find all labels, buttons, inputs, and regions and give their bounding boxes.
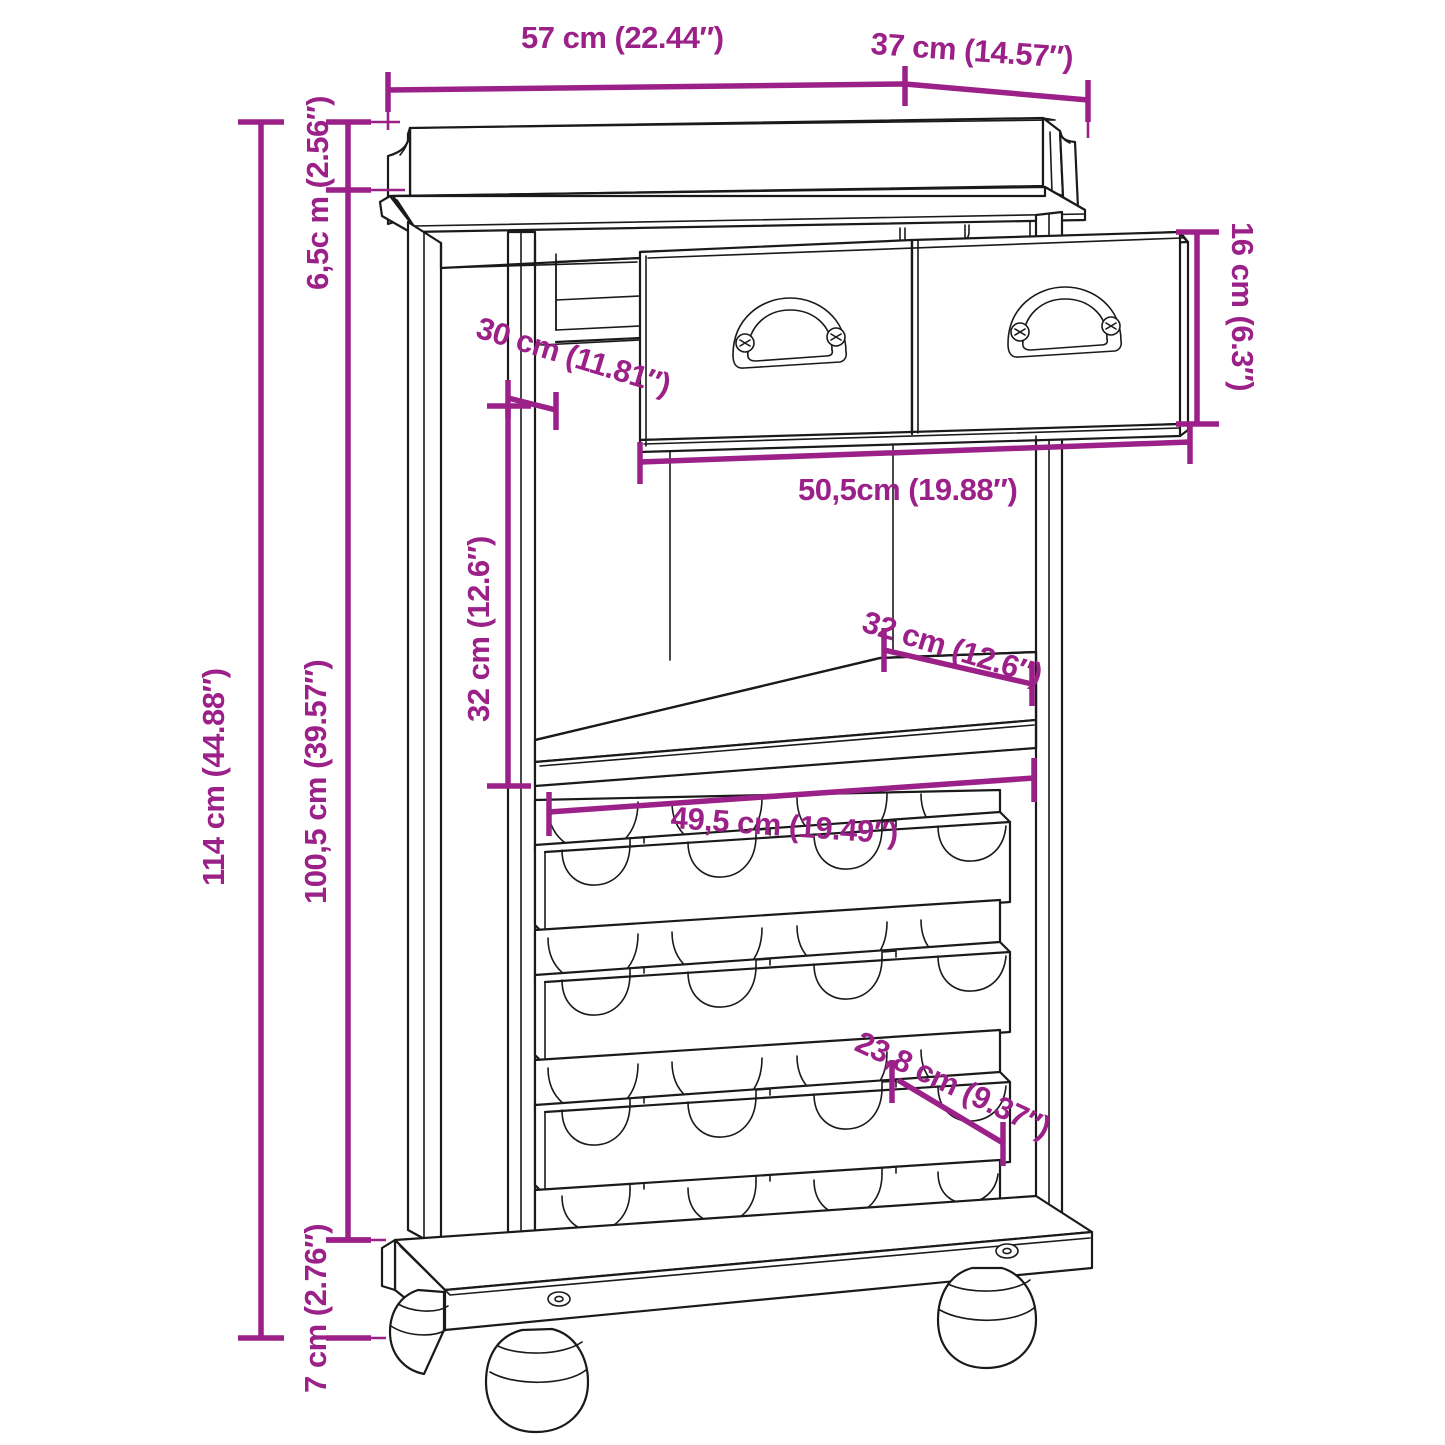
drawer-handle-right bbox=[1007, 286, 1123, 358]
dim-drawer-front-width bbox=[637, 422, 1193, 484]
dim-label-height-gallery: 6,5c m (2.56″) bbox=[300, 96, 335, 290]
dim-label-height-feet: 7 cm (2.76″) bbox=[298, 1223, 333, 1393]
drawer-handle-left bbox=[732, 297, 848, 369]
dim-label-drawer-front-width: 50,5cm (19.88″) bbox=[798, 472, 1018, 507]
interior-back bbox=[669, 435, 1037, 661]
dim-height-overall bbox=[238, 119, 284, 1341]
dim-label-drawer-height: 16 cm (6.3″) bbox=[1225, 222, 1260, 392]
dim-height-feet bbox=[326, 1237, 386, 1341]
drawer-fronts bbox=[638, 230, 1190, 454]
bun-foot-right bbox=[936, 1266, 1038, 1370]
dim-depth-overall bbox=[904, 80, 1091, 138]
dim-rack-width bbox=[546, 758, 1037, 836]
wine-rack-row-2 bbox=[533, 898, 1012, 1067]
dim-shelf-depth bbox=[881, 628, 1035, 706]
bun-foot-front-left bbox=[484, 1327, 590, 1434]
screw-head bbox=[547, 1291, 571, 1307]
dim-label-height-body: 100,5 cm (39.57″) bbox=[298, 659, 333, 904]
bun-foot-left-rear bbox=[388, 1288, 449, 1376]
dim-rack-diagonal bbox=[889, 1060, 1006, 1166]
carcass-left-side bbox=[406, 220, 443, 1250]
dim-label-height-overall: 114 cm (44.88″) bbox=[196, 668, 231, 886]
cabinet-illustration bbox=[378, 116, 1190, 1434]
dim-label-shelf-clearance: 32 cm (12.6″) bbox=[461, 536, 496, 722]
middle-shelf bbox=[533, 650, 1038, 788]
dimension-lines bbox=[238, 66, 1219, 1341]
dim-height-gallery bbox=[326, 120, 405, 193]
dim-label-width-overall: 57 cm (22.44″) bbox=[521, 20, 724, 55]
dim-shelf-clearance bbox=[487, 403, 531, 789]
drawer-cavity bbox=[540, 259, 642, 346]
top-worktop bbox=[378, 185, 1087, 234]
wine-rack-row-1 bbox=[533, 788, 1012, 937]
screw-head bbox=[995, 1243, 1019, 1259]
carcass-front-stile bbox=[506, 230, 537, 1257]
plinth-base bbox=[380, 1194, 1094, 1332]
dim-drawer-height bbox=[1176, 229, 1219, 427]
